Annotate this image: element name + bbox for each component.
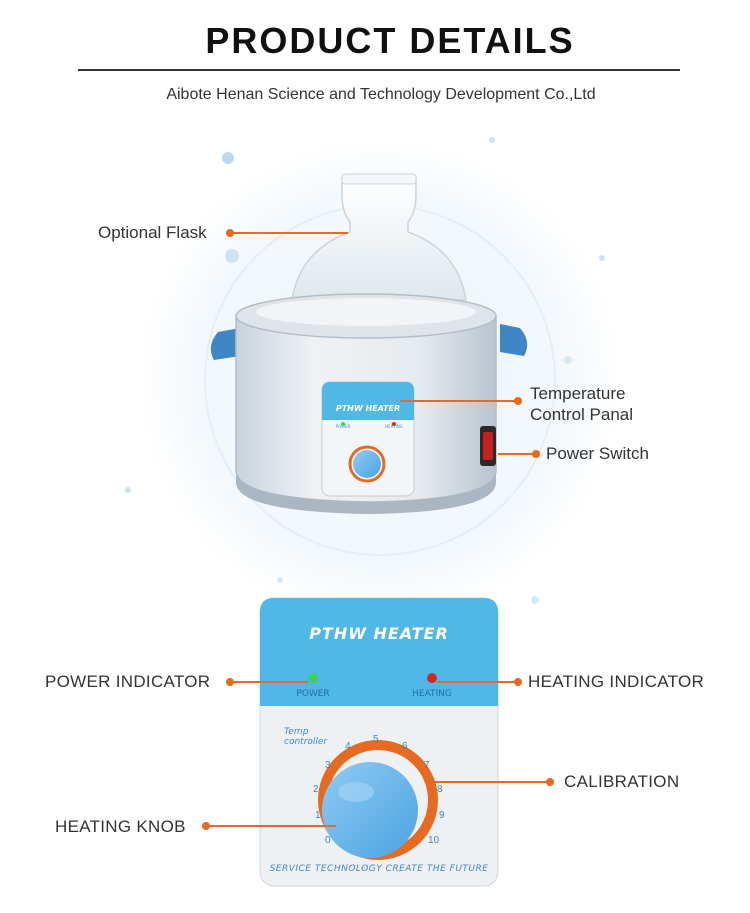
closeup-heating-label: HEATING — [412, 689, 452, 699]
callout-heating-knob: HEATING KNOB — [55, 817, 186, 836]
callout-dot — [514, 397, 522, 405]
callout-line — [206, 825, 336, 827]
callout-power-switch: Power Switch — [546, 444, 649, 463]
right-handle — [500, 324, 528, 356]
callout-line — [432, 781, 550, 783]
dial-number: 4 — [345, 741, 351, 752]
title-divider — [78, 69, 680, 71]
callout-temperature-panel: Temperature Control Panal — [530, 383, 633, 425]
callout-line — [230, 681, 308, 683]
dial-number: 7 — [424, 760, 430, 771]
temp-label-line2: controller — [284, 737, 328, 747]
closeup-panel-header — [260, 598, 498, 706]
callout-line — [437, 681, 517, 683]
callout-dot — [546, 778, 554, 786]
dial-number: 3 — [325, 760, 331, 771]
company-name: Aibote Henan Science and Technology Deve… — [166, 86, 596, 103]
callout-line — [230, 232, 348, 234]
dial-number: 8 — [437, 784, 443, 795]
flask — [291, 177, 467, 301]
left-handle — [210, 328, 240, 360]
callout-line — [498, 453, 534, 455]
photo-heating-label: HEATING — [385, 424, 403, 429]
dial-number: 0 — [325, 835, 331, 846]
power-led — [308, 673, 318, 683]
panel-footer-slogan: SERVICE TECHNOLOGY CREATE THE FUTURE — [269, 864, 489, 874]
dial-number: 2 — [313, 784, 319, 795]
dial-number: 6 — [402, 741, 408, 752]
closeup-device-label: PTHW HEATER — [309, 624, 449, 643]
callout-power-indicator: POWER INDICATOR — [45, 672, 211, 691]
dial-number: 1 — [315, 810, 321, 821]
photo-device-label: PTHW HEATER — [336, 404, 400, 413]
callout-optional-flask: Optional Flask — [98, 223, 207, 242]
heating-knob — [322, 762, 418, 858]
temp-label-line1: Temp — [284, 727, 309, 737]
callout-heating-indicator: HEATING INDICATOR — [528, 672, 705, 691]
dial-number: 9 — [439, 810, 445, 821]
photo-power-label: POWER — [336, 424, 351, 429]
callout-dot — [532, 450, 540, 458]
callout-calibration: CALIBRATION — [564, 772, 680, 791]
heating-led — [427, 673, 437, 683]
callout-line — [400, 400, 518, 402]
callout-panel-line1: Temperature — [530, 384, 626, 403]
temp-controller-label: Temp controller — [284, 727, 327, 747]
closeup-power-label: POWER — [296, 689, 330, 699]
dial-number: 10 — [428, 835, 440, 846]
dial-number: 5 — [373, 734, 379, 745]
page-title: PRODUCT DETAILS — [205, 20, 575, 61]
callout-panel-line2: Control Panal — [530, 405, 634, 424]
photo-knob — [353, 450, 381, 478]
callout-dot — [514, 678, 522, 686]
